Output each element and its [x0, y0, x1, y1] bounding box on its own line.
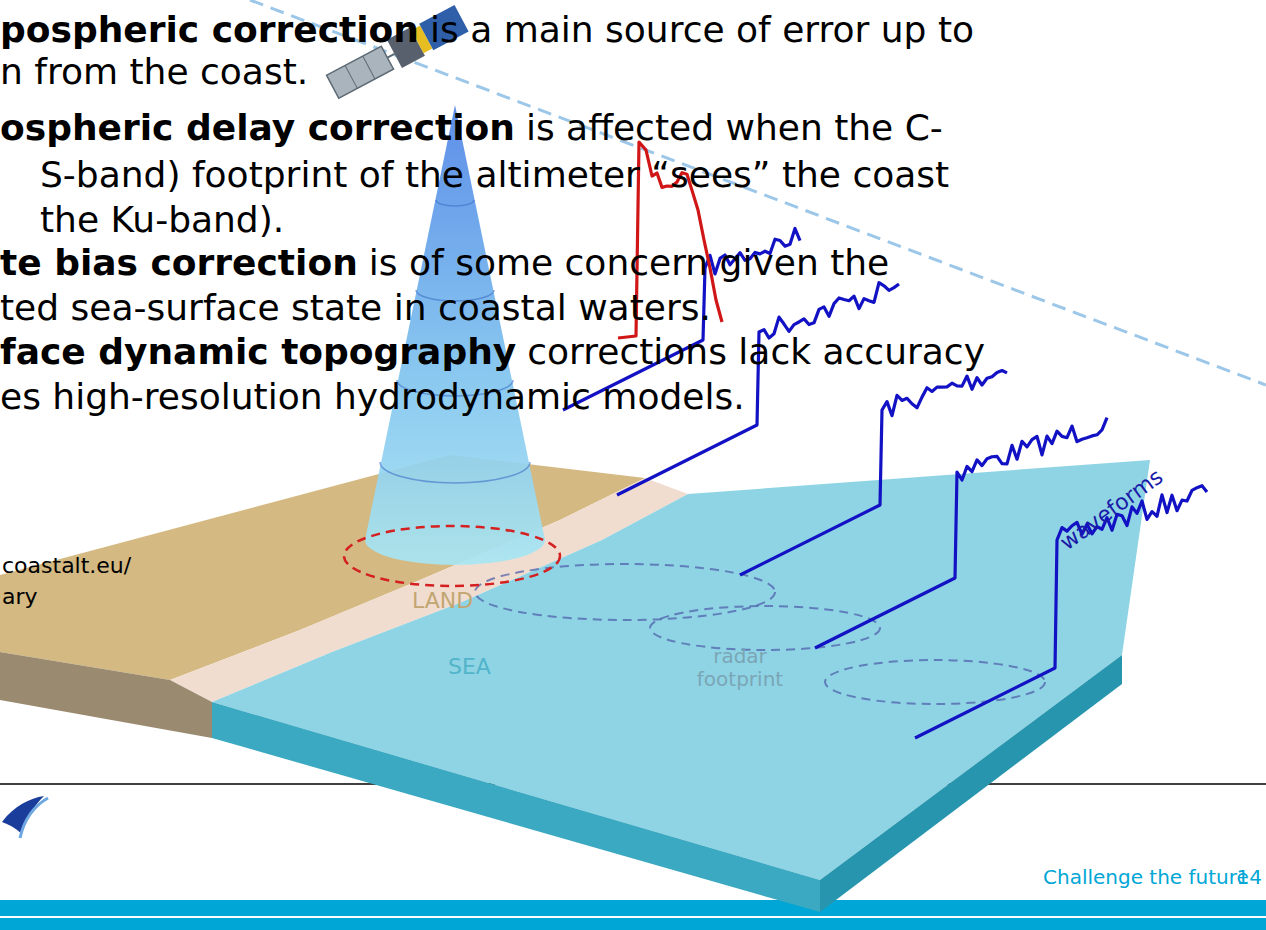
page-number: 14 — [1237, 866, 1262, 889]
bullet-line: pospheric correction is a main source of … — [0, 8, 974, 52]
correction-term: ospheric delay correction — [0, 107, 515, 148]
footer-band — [0, 900, 1266, 930]
blue-waveform — [915, 486, 1207, 738]
logo — [2, 796, 48, 838]
bullet-line: S-band) footprint of the altimeter “sees… — [40, 153, 949, 197]
bullet-text: S-band) footprint of the altimeter “sees… — [40, 154, 949, 195]
bullet-text: n from the coast. — [0, 51, 308, 92]
bullet-line: ted sea-surface state in coastal waters. — [0, 286, 711, 330]
footprint-label: radar footprint — [690, 645, 790, 691]
bullet-line: es high-resolution hydrodynamic models. — [0, 375, 745, 419]
bullet-text: the Ku-band). — [40, 199, 284, 240]
bullet-text: is affected when the C- — [526, 107, 943, 148]
correction-term: pospheric correction — [0, 9, 419, 50]
bullet-text: corrections lack accuracy — [527, 331, 985, 372]
bullet-line: n from the coast. — [0, 50, 308, 94]
source-note: ary — [2, 584, 38, 609]
sea-front-face — [212, 702, 820, 912]
radar-footprint — [475, 564, 775, 620]
sea-label: SEA — [448, 654, 491, 679]
radar-footprint — [825, 660, 1045, 704]
land-label: LAND — [412, 588, 473, 613]
bullet-text: is a main source of error up to — [430, 9, 974, 50]
sea-surface — [212, 460, 1150, 880]
waveforms-label: waveforms — [1055, 464, 1168, 555]
correction-term: face dynamic topography — [0, 331, 516, 372]
blue-waveform — [740, 371, 1007, 575]
waveforms-group — [563, 142, 1207, 738]
coastal-footprint — [344, 526, 560, 586]
bullet-line: face dynamic topography corrections lack … — [0, 330, 985, 374]
land-side — [0, 652, 212, 738]
footer-band-line — [0, 916, 1266, 918]
bullet-line: the Ku-band). — [40, 198, 284, 242]
bullet-line: te bias correction is of some concern giv… — [0, 241, 889, 285]
bullet-line: ospheric delay correction is affected whe… — [0, 106, 943, 150]
bullet-text: ted sea-surface state in coastal waters. — [0, 287, 711, 328]
bullet-text: es high-resolution hydrodynamic models. — [0, 376, 745, 417]
radar-footprint — [650, 606, 880, 650]
slogan: Challenge the future — [1043, 866, 1249, 889]
bullet-text: is of some concern given the — [369, 242, 889, 283]
correction-term: te bias correction — [0, 242, 358, 283]
source-link: coastalt.eu/ — [2, 553, 131, 578]
